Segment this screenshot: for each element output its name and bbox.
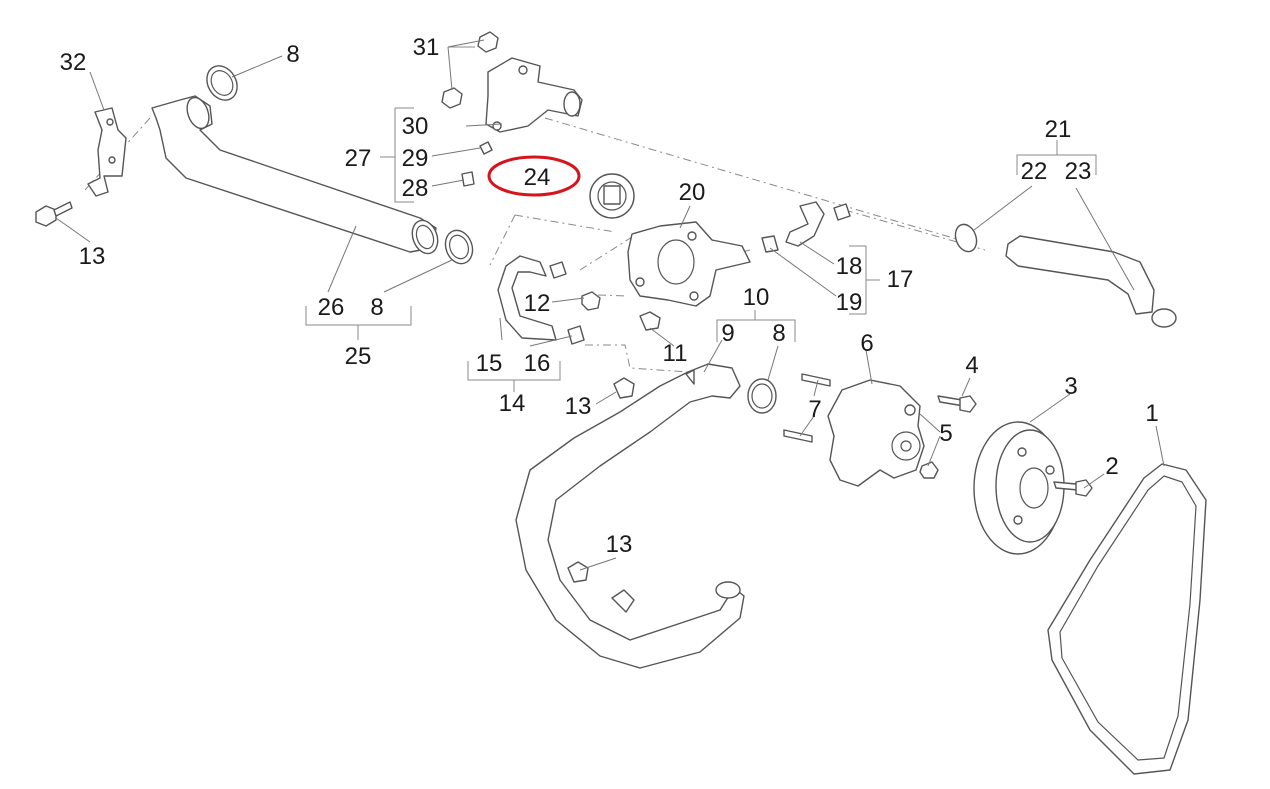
callout-8-top: 8 [286, 41, 299, 68]
callout-19: 19 [836, 289, 863, 316]
part-13-bolt-lower [567, 561, 589, 583]
callout-18: 18 [836, 253, 863, 280]
part-23-hose [1005, 235, 1177, 328]
part-28-screw [461, 171, 475, 187]
part-13-bolt-left [35, 201, 73, 227]
callout-25: 25 [345, 343, 372, 370]
callout-2: 2 [1105, 453, 1118, 480]
callout-7: 7 [808, 396, 821, 423]
part-18-hose [785, 201, 851, 247]
callout-10: 10 [743, 284, 770, 311]
callout-13-middle: 13 [565, 393, 592, 420]
part-7-studs [783, 373, 831, 443]
part-1-drive-belt [1047, 463, 1207, 775]
part-8-o-ring-pipe-end [444, 229, 474, 265]
callout-4: 4 [965, 352, 978, 379]
part-12-hose-clamp [549, 261, 567, 279]
callout-13-left: 13 [79, 243, 106, 270]
part-32-mounting-bracket [87, 107, 127, 197]
part-19-clamp [761, 235, 779, 253]
part-29-clip [479, 141, 493, 155]
callout-9: 9 [721, 320, 734, 347]
part-26-coolant-pipe [151, 95, 439, 255]
part-8-o-ring-top [206, 65, 238, 101]
part-2-bolt [1053, 479, 1093, 497]
part-8-o-ring-pump [747, 378, 777, 414]
callout-13-lower: 13 [606, 531, 633, 558]
callout-6: 6 [860, 330, 873, 357]
part-20-thermostat-housing [627, 221, 751, 307]
callout-22: 22 [1021, 158, 1048, 185]
part-11-screw [639, 311, 661, 331]
callout-28: 28 [402, 175, 429, 202]
callout-29: 29 [402, 145, 429, 172]
part-24-thermostat [589, 173, 635, 219]
callout-32: 32 [60, 49, 87, 76]
part-13-bolt-middle [613, 377, 635, 399]
callout-3: 3 [1064, 373, 1077, 400]
callout-30: 30 [402, 113, 429, 140]
callout-24: 24 [524, 164, 551, 191]
callout-31: 31 [413, 34, 440, 61]
callout-5: 5 [939, 420, 952, 447]
label-brackets [305, 46, 1097, 392]
part-22-hose-clamp [954, 223, 978, 253]
part-30-thermostat-cover [485, 57, 583, 133]
callout-26: 26 [318, 294, 345, 321]
callout-14: 14 [499, 390, 526, 417]
callout-17: 17 [887, 266, 914, 293]
callout-11: 11 [663, 340, 688, 367]
part-9-large-coolant-hose [515, 363, 745, 669]
leader-lines [55, 39, 1165, 571]
callout-23: 23 [1065, 158, 1092, 185]
callout-27: 27 [345, 145, 372, 172]
callout-1: 1 [1145, 400, 1158, 427]
part-16-hose-clamp [567, 325, 585, 345]
callout-20: 20 [679, 179, 706, 206]
part-6-water-pump [827, 379, 925, 487]
part-5-nut [919, 461, 939, 479]
part-31-bolts [441, 31, 499, 109]
callout-21: 21 [1045, 116, 1072, 143]
callout-8-pipe: 8 [370, 294, 383, 321]
callout-labels: 1 2 3 4 5 6 7 8 8 8 9 10 11 12 13 13 13 … [60, 34, 1159, 558]
callout-12: 12 [524, 290, 551, 317]
callout-8-pump: 8 [772, 320, 785, 347]
highlight-circle-part-24 [487, 155, 581, 197]
part-3-pulley [973, 421, 1065, 555]
part-4-bolt [937, 395, 977, 413]
callout-15: 15 [476, 350, 503, 377]
callout-16: 16 [524, 350, 551, 377]
part-12-screw [581, 291, 601, 311]
part-15-small-hose [497, 255, 557, 341]
